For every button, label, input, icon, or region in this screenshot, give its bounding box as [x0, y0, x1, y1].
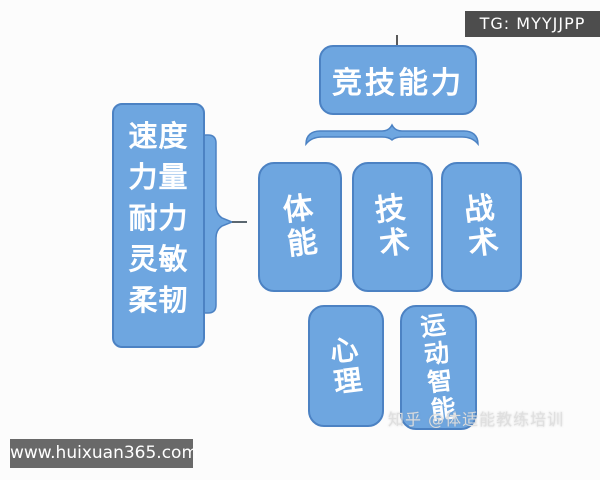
node-competitive-ability: 竞技能力 — [319, 45, 477, 115]
tg-watermark-label: TG: MYYJJPP — [465, 11, 600, 37]
node-label: 战术 — [462, 190, 501, 263]
quality-agility: 灵敏 — [128, 242, 189, 276]
quality-speed: 速度 — [128, 119, 189, 153]
site-url-label: www.huixuan365.com — [10, 439, 198, 468]
node-physical-fitness: 体能 — [258, 162, 342, 292]
quality-flexibility: 柔韧 — [128, 283, 189, 317]
node-physical-qualities: 速度 力量 耐力 灵敏 柔韧 — [112, 103, 205, 348]
zhihu-watermark: 知乎 @体适能教练培训 — [388, 410, 565, 429]
quality-strength: 力量 — [128, 160, 189, 194]
node-tactics: 战术 — [441, 162, 522, 292]
node-label: 技术 — [373, 190, 412, 263]
brace-left-connector — [197, 134, 247, 314]
root-top-connector-line — [396, 35, 398, 46]
node-psychology: 心理 — [308, 305, 384, 427]
node-label: 竞技能力 — [332, 66, 464, 101]
node-label: 体能 — [280, 190, 320, 263]
brace-horizontal-connector — [305, 123, 479, 147]
node-technique: 技术 — [352, 162, 433, 292]
quality-endurance: 耐力 — [128, 201, 189, 235]
node-sport-intelligence: 运动智能 — [400, 305, 477, 430]
node-label: 心理 — [328, 332, 364, 400]
